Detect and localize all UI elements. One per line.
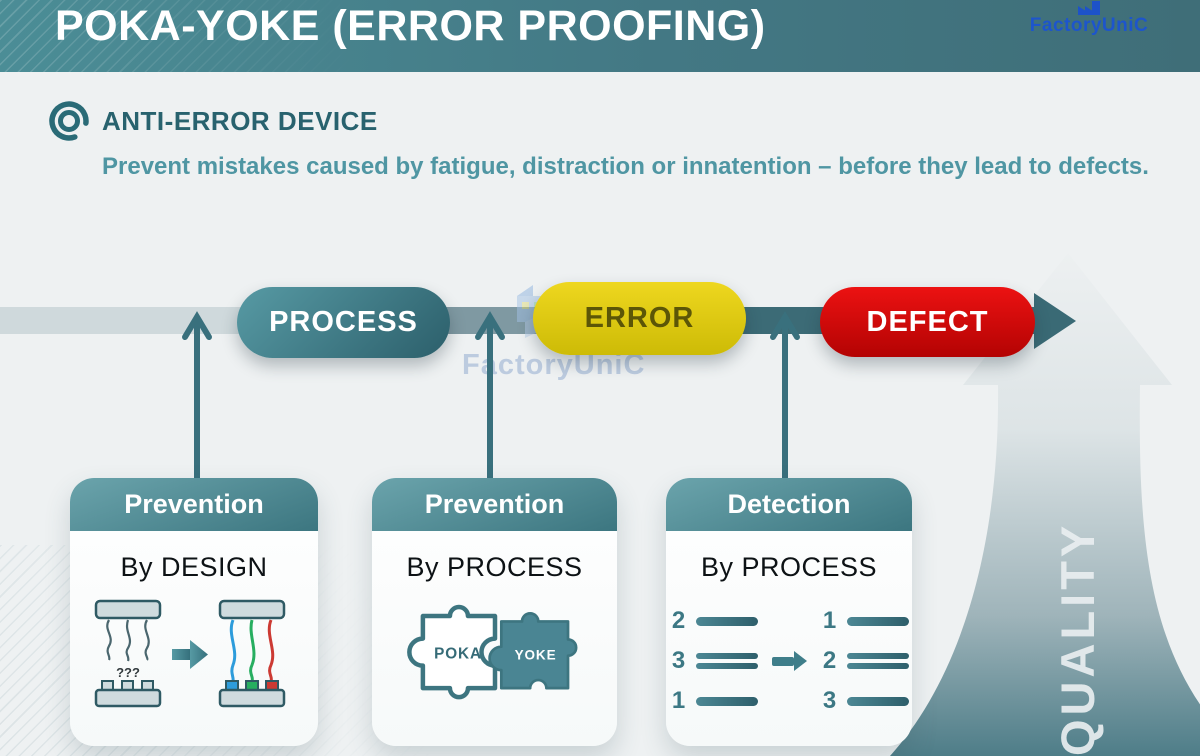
card-method-label: By PROCESS [406,552,583,582]
quality-arrow [890,253,1200,756]
puzzle-right-label: YOKE [514,647,556,662]
right-arrow-icon [771,651,807,671]
question-marks-label: ??? [116,665,140,680]
brand-logo-text: FactoryUniC [1029,15,1149,36]
header-bar: POKA-YOKE (ERROR PROOFING) FactoryUniC [0,0,1200,72]
connector-arrow-1 [182,311,212,480]
ordered-list-illustration: 2 3 1 1 2 3 [670,607,909,715]
section-heading: ANTI-ERROR DEVICE [102,106,378,136]
sequence-number: 3 [671,647,686,674]
stage-pill-defect: DEFECT [820,287,1035,357]
target-swirl-icon [49,101,89,141]
card-prevention-by-design: Prevention By DESIGN ??? [70,478,318,746]
puzzle-pieces-illustration: POKA YOKE [406,604,577,700]
card-detection-by-process: Detection By PROCESS 2 3 1 1 2 3 [666,478,912,746]
card-header: Detection [666,478,912,531]
factory-icon [1078,1,1100,15]
sequence-number: 2 [822,647,837,674]
card-prevention-by-process: Prevention By PROCESS POKA YOKE [372,478,617,746]
header-stripes-decoration [0,0,380,72]
stage-pill-process: PROCESS [237,287,450,358]
card-method-label: By DESIGN [120,552,268,582]
section-description: Prevent mistakes caused by fatigue, dist… [102,153,1149,180]
flow-arrowhead-icon [1034,293,1076,349]
stage-pill-error: ERROR [533,282,746,355]
card-header: Prevention [372,478,617,531]
page-title: POKA-YOKE (ERROR PROOFING) [55,2,766,50]
card-method-label: By PROCESS [700,552,878,582]
quality-label: QUALITY [1051,521,1104,756]
wiring-connectors-illustration: ??? [94,599,286,708]
sequence-number: 3 [822,687,837,714]
card-header: Prevention [70,478,318,531]
sequence-before: 2 3 1 [670,607,758,715]
brand-logo: FactoryUniC [1024,0,1154,37]
puzzle-left-label: POKA [434,645,482,662]
connector-arrow-3 [770,311,800,480]
sequence-number: 2 [671,607,686,634]
sequence-number: 1 [822,607,837,634]
sequence-after: 1 2 3 [821,607,909,715]
sequence-number: 1 [671,687,686,714]
connector-arrow-2 [475,311,505,480]
